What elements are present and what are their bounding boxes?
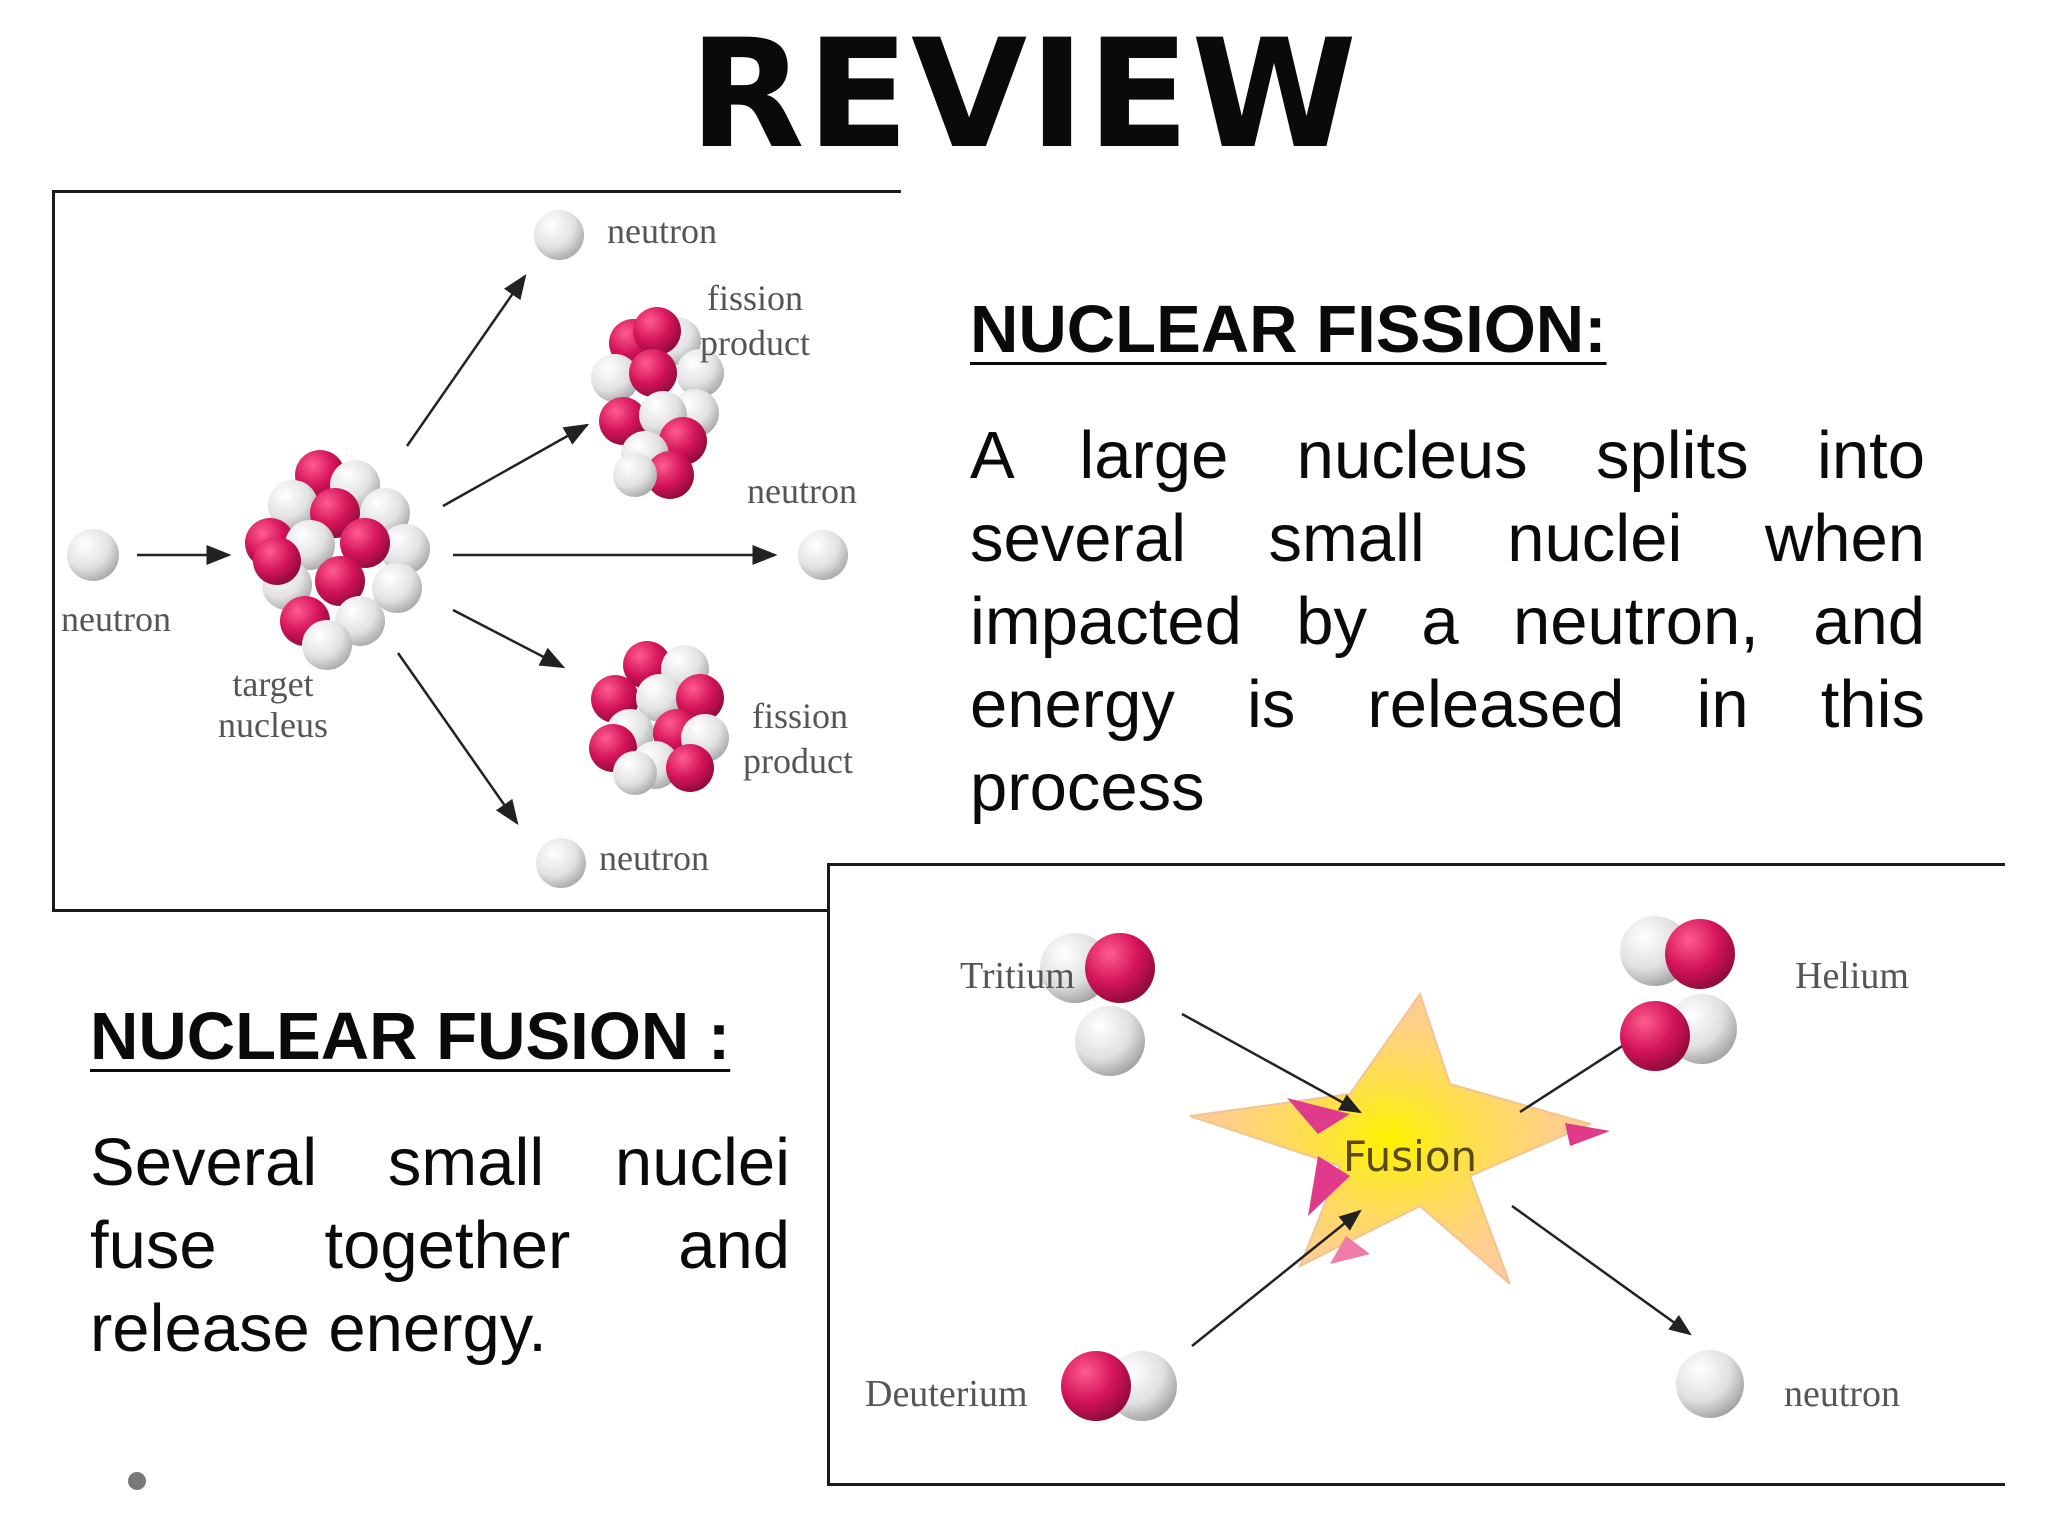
neutron-bottom <box>536 838 586 888</box>
label-target-line1: target <box>232 664 313 704</box>
fusion-burst <box>1189 991 1610 1285</box>
label-fusion-center: Fusion <box>1343 1132 1477 1181</box>
deuterium-nucleus <box>1061 1351 1177 1421</box>
fusion-diagram-graphic: Tritium Deuterium Fusion Helium neutron <box>865 916 1909 1421</box>
fission-product-bottom <box>589 641 729 795</box>
label-fusion-neutron: neutron <box>1784 1373 1900 1415</box>
label-tritium: Tritium <box>960 955 1075 997</box>
label-deuterium: Deuterium <box>865 1373 1028 1415</box>
label-target-line2: nucleus <box>218 705 328 745</box>
target-nucleus <box>245 450 430 670</box>
fusion-neutron <box>1676 1350 1744 1418</box>
neutron-middle <box>798 530 848 580</box>
label-neutron-bottom: neutron <box>599 838 709 878</box>
incoming-neutron <box>67 529 119 581</box>
helium-nucleus <box>1620 916 1737 1071</box>
label-incoming-neutron: neutron <box>61 599 171 639</box>
label-neutron-middle: neutron <box>747 471 857 511</box>
label-product-top-line1: fission <box>707 278 803 318</box>
fission-diagram-graphic: neutron target nucleus neutron fission p… <box>61 210 857 888</box>
fission-description: A large nucleus splits into several smal… <box>970 418 1925 825</box>
fission-heading: NUCLEAR FISSION: <box>970 292 1607 367</box>
fusion-diagram: Tritium Deuterium Fusion Helium neutron <box>827 863 2005 1486</box>
slide-title: REVIEW <box>689 8 1359 182</box>
label-product-bottom-line1: fission <box>752 696 848 736</box>
label-helium: Helium <box>1795 955 1909 997</box>
fission-product-top <box>591 307 724 499</box>
label-product-bottom-line2: product <box>743 741 853 781</box>
fission-diagram: neutron target nucleus neutron fission p… <box>52 190 901 912</box>
fusion-heading: NUCLEAR FUSION : <box>90 999 731 1074</box>
label-product-top-line2: product <box>700 323 810 363</box>
label-neutron-top: neutron <box>607 211 717 251</box>
fission-arrows <box>137 273 778 826</box>
fusion-description: Several small nuclei fuse together and r… <box>90 1125 790 1366</box>
slide-bullet-dot <box>128 1472 146 1490</box>
neutron-top <box>534 210 584 260</box>
tritium-nucleus <box>1040 933 1155 1076</box>
